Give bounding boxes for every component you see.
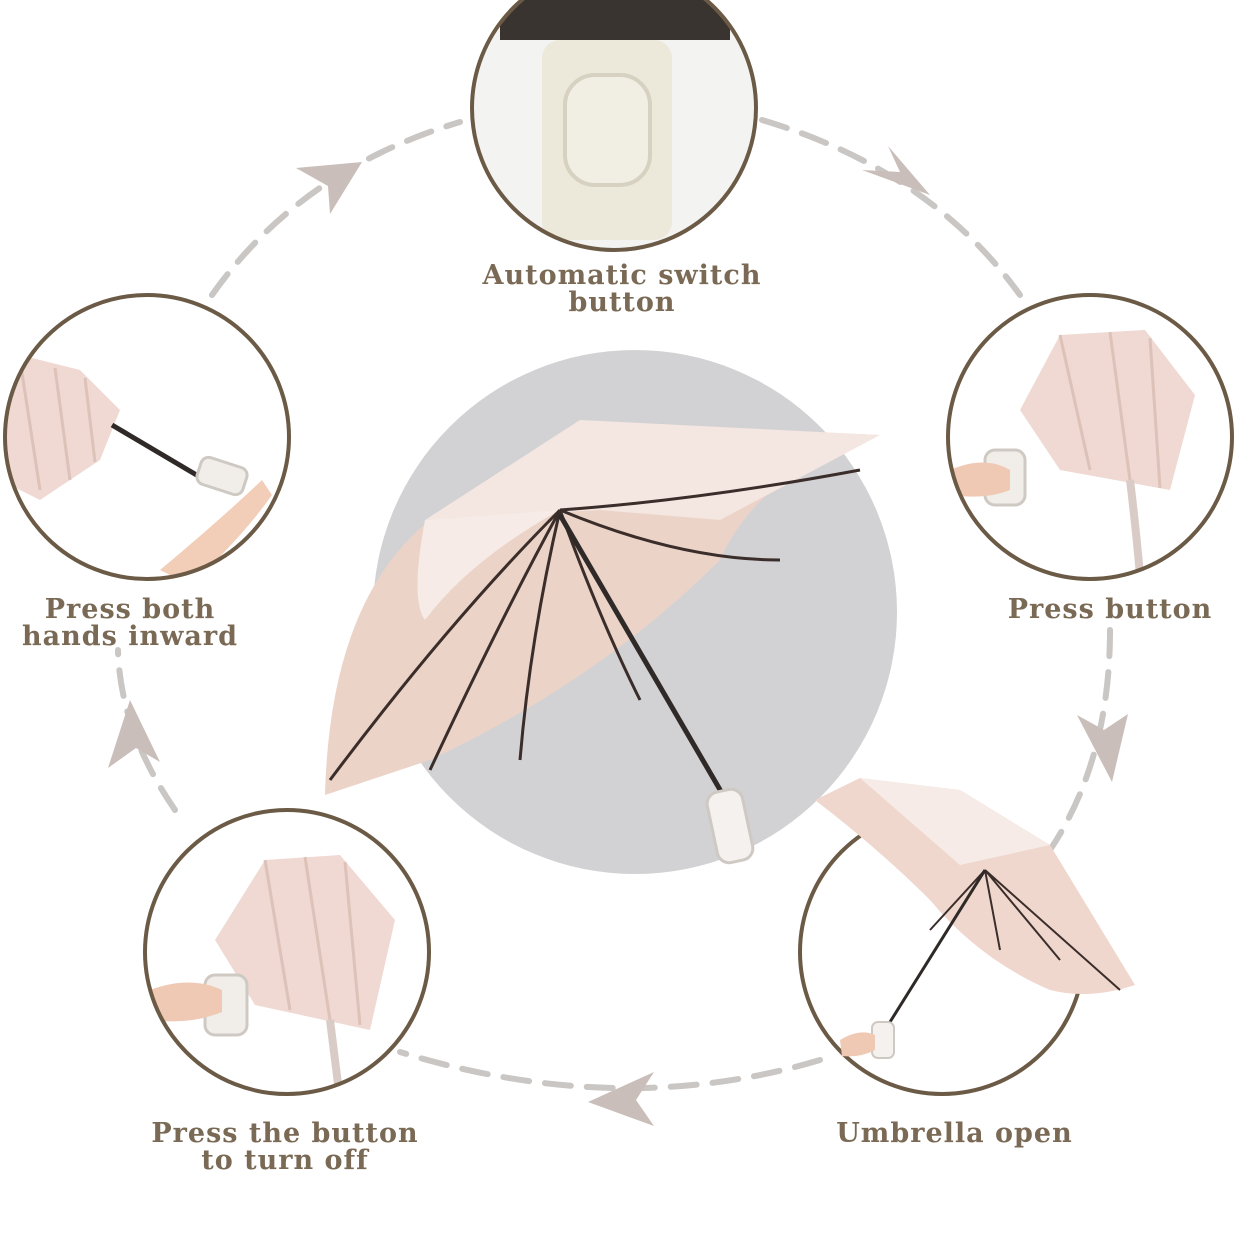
- label-line-1: Press button: [1007, 594, 1213, 625]
- label-umbrella-open: Umbrella open: [812, 1120, 1097, 1147]
- label-line-2: button: [568, 287, 676, 318]
- dash-arc-switch-to-press: [759, 117, 1023, 298]
- step-open: [798, 778, 1135, 1096]
- label-line-1: Press both: [44, 594, 216, 625]
- step-ring-press: [946, 293, 1234, 581]
- step-ring-close: [3, 293, 291, 581]
- step-switch: [470, 0, 758, 252]
- step-close: [3, 293, 291, 581]
- large-umbrella-image: [325, 420, 880, 865]
- cycle-arrows: [108, 146, 1128, 1126]
- collapse-umbrella-image: [5, 295, 289, 579]
- open-umbrella-overlay: [815, 778, 1135, 1059]
- label-automatic-switch: Automatic switch button: [462, 262, 782, 316]
- label-line-1: Press the button: [151, 1118, 419, 1149]
- press-button-image: [948, 295, 1232, 579]
- dash-arc-close-to-switch: [209, 119, 463, 298]
- label-turn-off: Press the button to turn off: [140, 1120, 430, 1174]
- label-line-2: hands inward: [22, 621, 238, 652]
- arrow-head-1: [862, 146, 930, 195]
- arrow-head-2: [1077, 714, 1128, 782]
- step-press: [946, 293, 1234, 581]
- step-off: [143, 808, 431, 1096]
- arrow-head-3: [588, 1072, 654, 1126]
- label-press-button: Press button: [980, 596, 1240, 623]
- label-line-1: Automatic switch: [482, 260, 762, 291]
- label-press-both-hands: Press both hands inward: [10, 596, 250, 650]
- label-line-1: Umbrella open: [836, 1118, 1073, 1149]
- dash-arc-open-to-off: [397, 1049, 823, 1092]
- arrow-head-4: [108, 700, 160, 768]
- step-ring-off: [143, 808, 431, 1096]
- arrow-head-5: [296, 162, 362, 214]
- turn-off-image: [145, 810, 429, 1094]
- label-line-2: to turn off: [201, 1145, 369, 1176]
- switch-closeup-image: [472, 0, 756, 250]
- center-illustration: [325, 350, 897, 874]
- step-ring-switch: [470, 0, 758, 252]
